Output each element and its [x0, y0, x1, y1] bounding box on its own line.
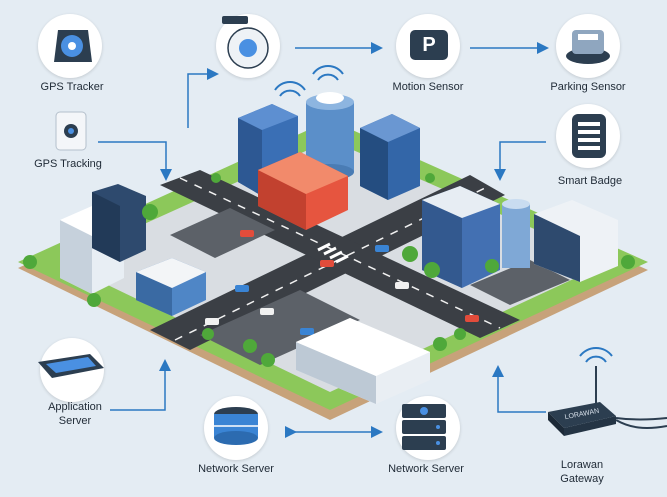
gps-tracker-label: GPS Tracker — [40, 81, 104, 93]
parking-sensor-label: Parking Sensor — [550, 81, 626, 93]
parking-lot-bottom — [200, 290, 360, 365]
wifi-icon — [274, 65, 344, 97]
network-server-left-label: Network Server — [198, 463, 274, 475]
trees — [23, 173, 635, 367]
arrow-city-to-motion — [187, 68, 219, 128]
arrow-gpstracking-to-city — [98, 141, 172, 181]
network-server-right-label: Network Server — [388, 463, 464, 475]
arrow-appserver-to-city — [110, 359, 171, 411]
building-white-front — [296, 318, 430, 404]
arrow-gateway-to-city — [492, 365, 546, 413]
smart-badge-label: Smart Badge — [557, 175, 623, 187]
parking-sign-text: P — [422, 34, 436, 56]
crosswalk — [317, 242, 349, 264]
lorawan-gateway-label: Lorawan Gateway — [560, 459, 604, 485]
parking-lot-right — [470, 260, 570, 305]
building-glass-left — [136, 258, 206, 316]
parking-lot-left — [170, 208, 275, 258]
application-server-label: Application Server — [48, 401, 102, 427]
building-blue-right — [360, 114, 420, 200]
building-white-right — [534, 200, 618, 282]
gps-tracking-label: GPS Tracking — [34, 158, 102, 170]
connection-arrows — [98, 42, 549, 438]
building-navy-left — [92, 184, 146, 262]
building-red — [258, 152, 348, 230]
building-cylinder-right — [502, 199, 530, 268]
cars — [205, 230, 479, 335]
arrow-smartbadge-city — [494, 141, 546, 181]
building-glass-right — [422, 186, 500, 288]
motion-sensor-label: Motion Sensor — [392, 81, 464, 93]
